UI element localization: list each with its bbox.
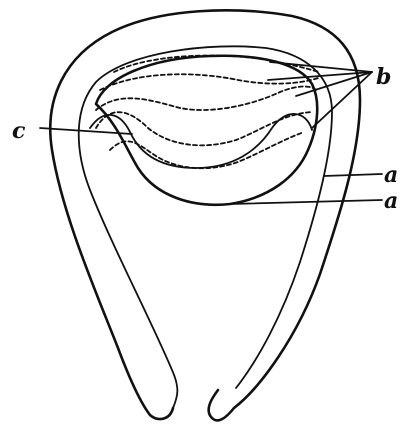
- label-a-lower: a: [384, 188, 398, 214]
- dashed-layer-3: [96, 87, 316, 111]
- label-a-upper: a: [384, 162, 398, 188]
- leader-line-a-upper: [324, 174, 382, 176]
- label-c: c: [12, 118, 26, 144]
- leader-line-a-lower: [230, 200, 382, 204]
- leader-line-b-4: [312, 72, 372, 128]
- leader-line-b-1: [270, 62, 372, 72]
- label-b: b: [376, 64, 391, 90]
- dashed-layer-5: [110, 132, 304, 168]
- dashed-layer-2: [100, 74, 318, 90]
